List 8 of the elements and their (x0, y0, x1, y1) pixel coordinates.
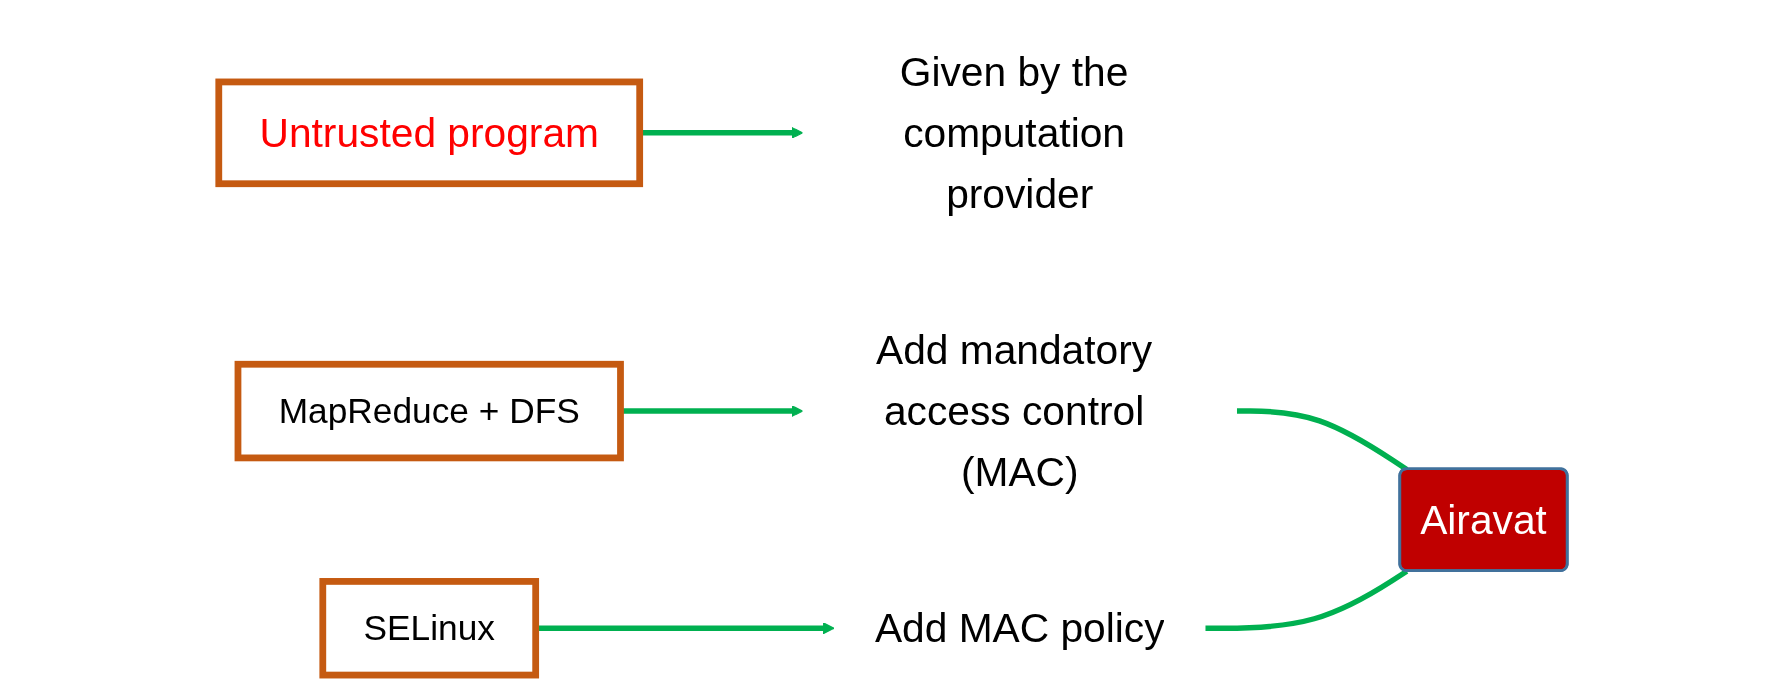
node-box: Untrusted program (215, 78, 644, 187)
node-text: Add mandatory access control (MAC) (875, 327, 1153, 495)
node-text: Add MAC policy (874, 605, 1165, 651)
node-text: Given by the computation provider (899, 48, 1129, 216)
connector (1205, 568, 1409, 631)
connector (1236, 407, 1409, 472)
node-box: SELinux (319, 577, 540, 678)
node-box: MapReduce + DFS (234, 360, 624, 461)
